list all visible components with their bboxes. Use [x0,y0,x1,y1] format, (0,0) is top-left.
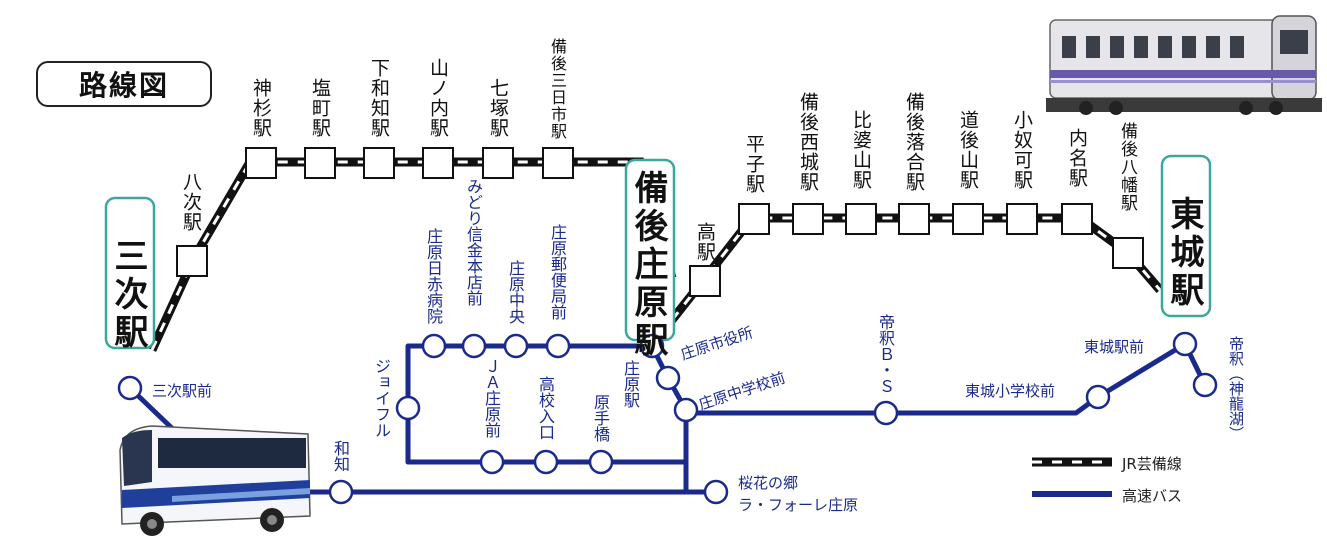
legend-bus-label: 高速バス [1122,487,1183,505]
bus-label-la-forre: ラ・フォーレ庄原 [738,496,859,514]
route-map-title: 路線図 [36,61,212,107]
bus-stop-harate-bashi[interactable] [588,449,614,475]
rail-label-shimowachi: 下和知駅 [368,58,390,138]
rail-label-taka: 高駅 [694,222,716,262]
rail-label-shiomachi: 塩町駅 [309,78,331,138]
bus-label-midori-shinkin: みどり信金本店前 [464,178,483,306]
bus-stop-taishaku-shinryuko[interactable] [1192,372,1218,398]
bus-label-wachi: 和知 [331,440,350,472]
rail-label-bingo-saijo: 備後西城駅 [797,92,819,192]
bus-stop-markers [117,331,1218,505]
rail-station-nanatsuka[interactable] [482,147,514,179]
bus-stop-shiyakusho[interactable] [655,365,681,391]
rail-label-hirako: 平子駅 [743,134,765,194]
rail-label-bingo-yawata: 備後八幡駅 [1117,122,1137,212]
rail-label-yamanouchi: 山ノ内駅 [427,58,449,138]
bus-illustration [119,425,311,536]
bus-stop-shobara-nisseki[interactable] [421,333,447,359]
miyoshi-station-frame[interactable] [104,196,156,350]
bus-stop-chugakko[interactable] [673,397,699,423]
rail-station-hirako[interactable] [738,203,770,235]
bus-label-taishaku-bs: 帝釈Ｂ・Ｓ [876,314,895,394]
major-station-bingo-shobara: 備後庄原駅 [628,170,668,360]
rail-label-bingo-mikkaichi: 備後三日市駅 [548,38,567,140]
bus-stop-wachi[interactable] [328,479,354,505]
bus-stop-taishaku-bs[interactable] [873,400,899,426]
bus-label-ja-shobara: ＪＡ庄原前 [482,358,501,438]
rail-station-shimowachi[interactable] [363,147,395,179]
rail-label-yatsugi: 八次駅 [180,172,202,232]
legend-symbols [1032,457,1112,497]
bus-stop-tojo-shogakko[interactable] [1085,384,1111,410]
bus-stop-midori-shinkin[interactable] [461,333,487,359]
rail-station-bingo-saijo[interactable] [792,203,824,235]
bus-label-tojo-ekimae: 東城駅前 [1084,338,1145,356]
bus-stop-tojo-ekimae[interactable] [1172,331,1198,357]
rail-station-uchina[interactable] [1061,203,1093,235]
bus-stop-miyoshi-ekimae[interactable] [117,375,143,401]
rail-station-bingo-ochiai[interactable] [898,203,930,235]
rail-station-yatsugi[interactable] [176,245,208,277]
rail-station-shiomachi[interactable] [304,147,336,179]
rail-station-dogoyama[interactable] [952,203,984,235]
bus-label-tojo-shogakko: 東城小学校前 [965,382,1056,400]
bus-line-loop [405,343,689,495]
bus-stop-koko-iriguchi[interactable] [533,449,559,475]
bus-label-miyoshi-ekimae: 三次駅前 [152,382,213,400]
rail-station-onuka[interactable] [1006,203,1038,235]
bus-label-shobara-chuo: 庄原中央 [506,260,525,324]
bus-stop-jyoifuru[interactable] [395,395,421,421]
bus-label-shobara-eki: 庄原駅 [621,360,640,408]
rail-station-bingo-mikkaichi[interactable] [542,147,574,179]
bus-label-taishaku-shinryuko: 帝釈（神龍湖） [1227,336,1245,441]
rail-station-kamisugi[interactable] [245,147,277,179]
legend-rail-label: JR芸備線 [1122,455,1182,473]
bus-label-oukanosato: 桜花の郷 [738,474,799,492]
bus-stop-shobara-yubin[interactable] [545,333,571,359]
rail-label-bingo-ochiai: 備後落合駅 [903,92,925,192]
bus-stop-bingo-shobara[interactable] [639,333,665,359]
rail-label-hibayama: 比婆山駅 [850,110,872,190]
rail-station-taka[interactable] [689,265,721,297]
rail-station-markers [176,147,1144,297]
rail-label-nanatsuka: 七塚駅 [487,78,509,138]
major-station-tojo: 東城駅 [1164,196,1204,310]
rail-label-uchina: 内名駅 [1066,128,1088,188]
bus-stop-shobara-chuo[interactable] [503,333,529,359]
bus-label-koko-iriguchi: 高校入口 [536,376,555,440]
bus-stop-oukanosato[interactable] [703,479,729,505]
rail-station-yamanouchi[interactable] [422,147,454,179]
bus-label-shobara-yubin: 庄原郵便局前 [548,224,567,320]
rail-label-kamisugi: 神杉駅 [250,78,272,138]
bus-line-east [683,341,1188,416]
major-station-miyoshi: 三次駅 [108,238,148,352]
rail-label-onuka: 小奴可駅 [1011,110,1033,190]
bus-label-harate-bashi: 原手橋 [591,394,610,442]
rail-label-dogoyama: 道後山駅 [957,110,979,190]
bus-label-shobara-nisseki: 庄原日赤病院 [424,228,443,324]
bus-label-jyoifuru: ジョイフル [372,358,391,438]
tojo-station-frame[interactable] [1160,154,1212,318]
rail-station-bingo-yawata[interactable] [1112,237,1144,269]
bus-stop-ja-shobara[interactable] [479,449,505,475]
train-illustration [1046,15,1322,115]
rail-station-hibayama[interactable] [845,203,877,235]
